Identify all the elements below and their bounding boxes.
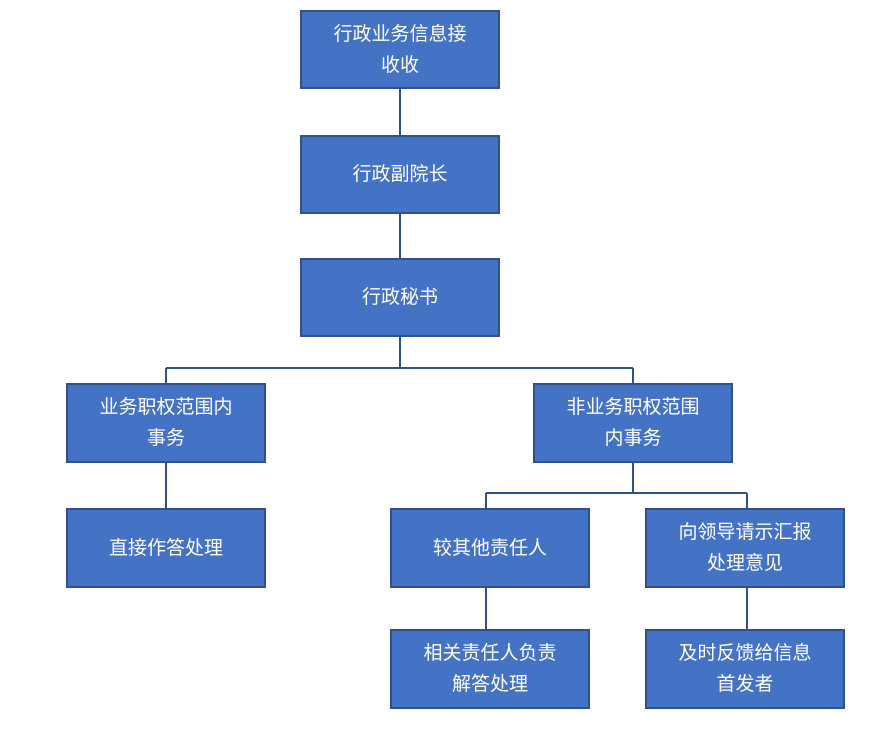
node-other-responsible-label: 较其他责任人: [432, 536, 547, 559]
node-report-to-leader-label: 向领导请示汇报 处理意见: [678, 521, 812, 574]
node-out-scope-affairs: 非业务职权范围 内事务: [533, 383, 733, 463]
node-info-intake-label: 行政业务信息接 收收: [333, 22, 467, 76]
node-in-scope-affairs-label: 业务职权范围内 事务: [99, 396, 233, 449]
node-vice-president-label: 行政副院长: [352, 163, 448, 185]
node-in-scope-affairs: 业务职权范围内 事务: [66, 383, 266, 463]
node-feedback-to-sender: 及时反馈给信息 首发者: [645, 629, 845, 709]
node-direct-answer: 直接作答处理: [66, 508, 266, 588]
node-other-responsible: 较其他责任人: [390, 508, 590, 588]
node-secretary: 行政秘书: [300, 258, 500, 337]
node-secretary-label: 行政秘书: [361, 286, 438, 308]
node-responsible-answer: 相关责任人负责 解答处理: [390, 629, 590, 709]
node-info-intake: 行政业务信息接 收收: [300, 10, 500, 89]
node-responsible-answer-label: 相关责任人负责 解答处理: [423, 642, 557, 695]
node-report-to-leader: 向领导请示汇报 处理意见: [645, 508, 845, 588]
node-out-scope-affairs-label: 非业务职权范围 内事务: [566, 396, 700, 449]
node-direct-answer-label: 直接作答处理: [108, 536, 223, 559]
node-feedback-to-sender-label: 及时反馈给信息 首发者: [678, 642, 812, 695]
node-vice-president: 行政副院长: [300, 135, 500, 214]
